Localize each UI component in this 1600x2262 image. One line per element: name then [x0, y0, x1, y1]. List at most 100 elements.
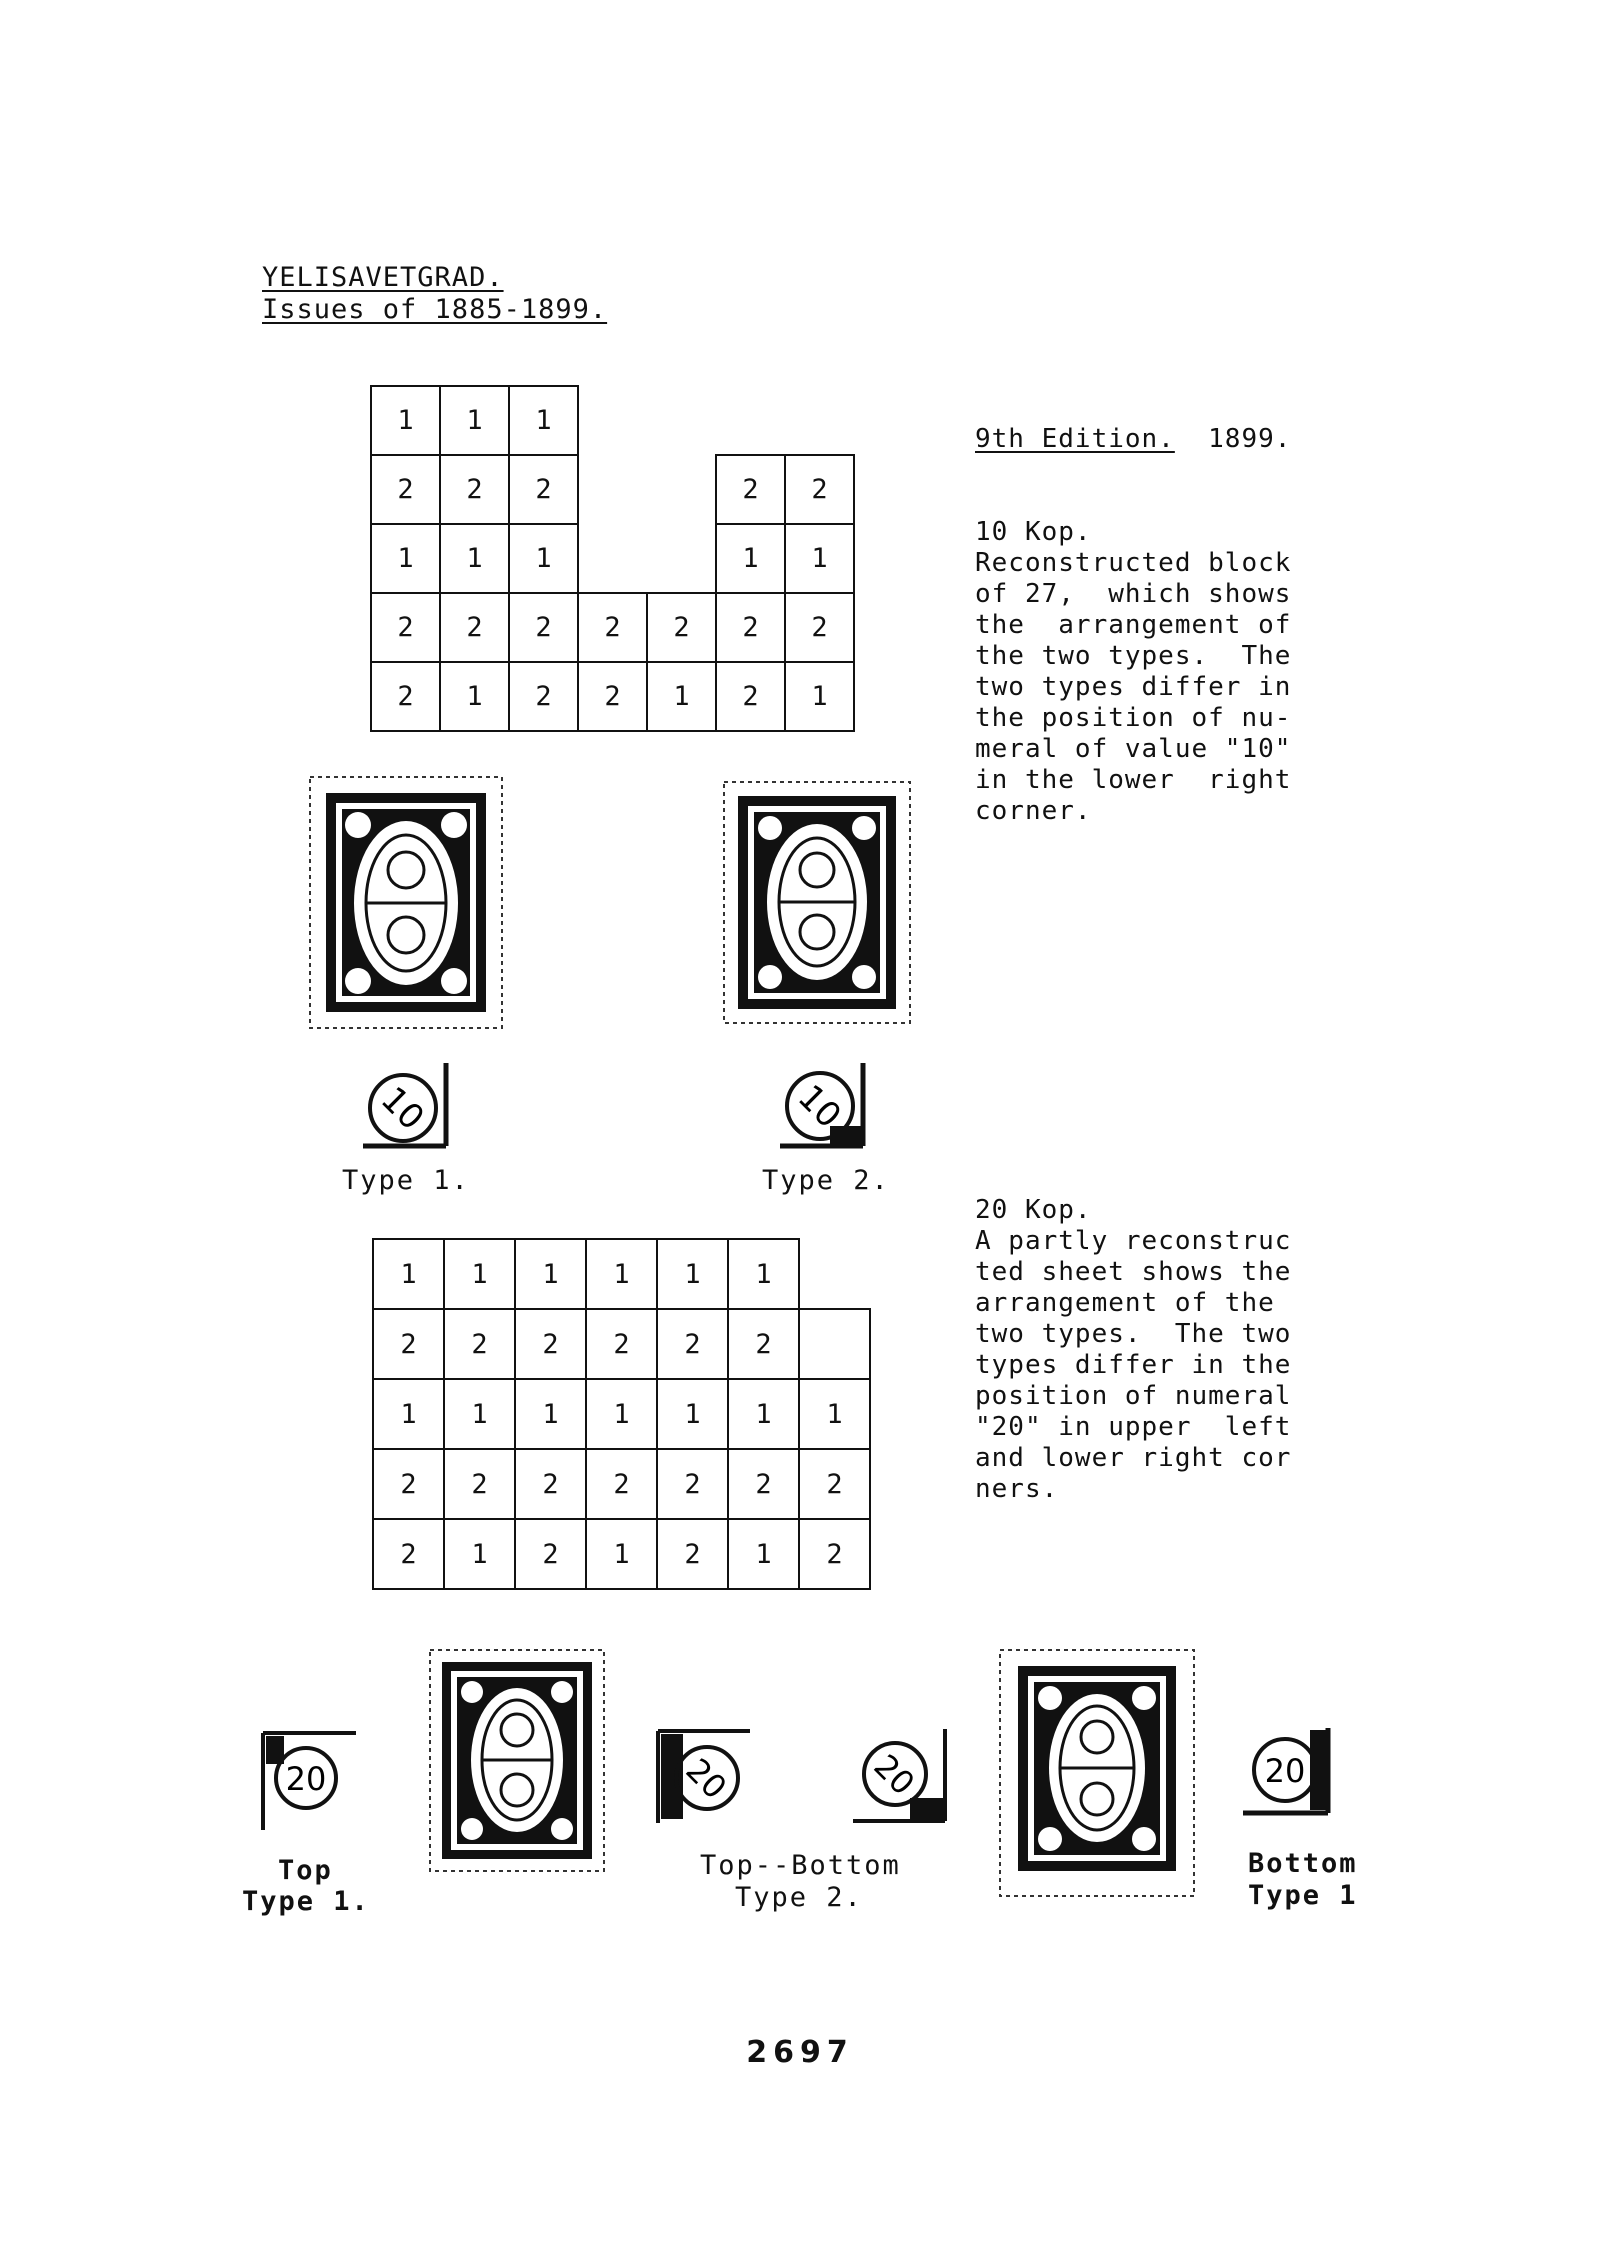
- grid-cell: 1: [508, 523, 579, 594]
- grid-cell-empty: [798, 1308, 871, 1380]
- grid-cell: 2: [514, 1308, 587, 1380]
- grid-cell: 2: [798, 1448, 871, 1520]
- grid-cell: 2: [372, 1518, 445, 1590]
- text-line: and lower right cor: [975, 1443, 1292, 1473]
- label-top-bottom-type: Type 2.: [735, 1882, 863, 1913]
- place-title: YELISAVETGRAD.: [262, 262, 504, 293]
- text-line: the position of nu-: [975, 703, 1292, 733]
- edition-year: 1899.: [1208, 424, 1292, 454]
- type-1-label-10: Type 1.: [342, 1165, 470, 1196]
- numeral-20-top-bottom-b-icon: 20: [853, 1729, 947, 1823]
- grid-cell: 2: [370, 592, 441, 663]
- grid-cell: 1: [585, 1238, 658, 1310]
- grid-cell: 2: [439, 592, 510, 663]
- text-line: 10 Kop.: [975, 517, 1092, 547]
- grid-cell: 1: [646, 661, 717, 732]
- grid-cell: 1: [370, 385, 441, 456]
- grid-cell: 2: [370, 661, 441, 732]
- grid-cell: 2: [656, 1448, 729, 1520]
- svg-text:20: 20: [678, 1751, 734, 1807]
- text-line: ners.: [975, 1474, 1059, 1504]
- grid-cell: 2: [798, 1518, 871, 1590]
- text-line: A partly reconstruc: [975, 1226, 1292, 1256]
- text-line: of 27, which shows: [975, 579, 1292, 609]
- grid-cell: 1: [585, 1518, 658, 1590]
- label-top-type: Type 1.: [242, 1886, 370, 1917]
- grid-cell: 1: [508, 385, 579, 456]
- grid-cell: 1: [439, 385, 510, 456]
- grid-cell: 1: [798, 1378, 871, 1450]
- page-number: 2697: [746, 2035, 854, 2070]
- text-line: the arrangement of: [975, 610, 1292, 640]
- text-line: arrangement of the: [975, 1288, 1275, 1318]
- grid-cell: 1: [727, 1238, 800, 1310]
- grid-cell: 2: [577, 661, 648, 732]
- grid-cell: 2: [656, 1518, 729, 1590]
- grid-cell: 1: [715, 523, 786, 594]
- numeral-10-type-2-icon: 10: [780, 1063, 866, 1149]
- grid-cell: 2: [585, 1448, 658, 1520]
- grid-cell: 1: [784, 661, 855, 732]
- grid-cell: 1: [439, 523, 510, 594]
- svg-text:10: 10: [373, 1079, 432, 1138]
- grid-cell: 1: [370, 523, 441, 594]
- grid-cell: 2: [443, 1448, 516, 1520]
- text-line: two types. The two: [975, 1319, 1292, 1349]
- type-2-label-10: Type 2.: [762, 1165, 890, 1196]
- grid-cell: 2: [372, 1308, 445, 1380]
- text-line: corner.: [975, 796, 1092, 826]
- numeral-20-top-type-1-icon: 20: [261, 1731, 356, 1830]
- text-line: position of numeral: [975, 1381, 1292, 1411]
- grid-cell: 1: [784, 523, 855, 594]
- grid-cell: 2: [656, 1308, 729, 1380]
- label-bottom: Bottom: [1248, 1848, 1358, 1879]
- label-top-bottom: Top--Bottom: [700, 1850, 901, 1881]
- edition-label: 9th Edition.: [975, 424, 1175, 454]
- svg-text:20: 20: [1265, 1752, 1306, 1790]
- stamp-10-type-1: [309, 776, 503, 1029]
- text-line: in the lower right: [975, 765, 1292, 795]
- grid-cell: 1: [585, 1378, 658, 1450]
- grid-cell: 1: [656, 1238, 729, 1310]
- page-title: YELISAVETGRAD. Issues of 1885-1899.: [262, 262, 607, 326]
- grid-cell: 2: [715, 454, 786, 525]
- grid-cell: 1: [443, 1378, 516, 1450]
- grid-cell: 2: [715, 592, 786, 663]
- text-line: "20" in upper left: [975, 1412, 1292, 1442]
- grid-cell: 1: [727, 1518, 800, 1590]
- grid-cell: 2: [727, 1448, 800, 1520]
- text-line: meral of value "10": [975, 734, 1292, 764]
- grid-cell: 2: [715, 661, 786, 732]
- grid-cell: 1: [514, 1378, 587, 1450]
- svg-text:20: 20: [286, 1760, 327, 1798]
- grid-cell: 2: [439, 454, 510, 525]
- grid-cell: 2: [508, 592, 579, 663]
- text-line: the two types. The: [975, 641, 1292, 671]
- grid-cell: 1: [514, 1238, 587, 1310]
- grid-cell: 2: [372, 1448, 445, 1520]
- grid-cell: 2: [370, 454, 441, 525]
- numeral-10-type-1-icon: 10: [363, 1063, 449, 1149]
- issues-subtitle: Issues of 1885-1899.: [262, 294, 608, 325]
- grid-cell: 2: [514, 1518, 587, 1590]
- grid-cell: 2: [646, 592, 717, 663]
- grid-cell: 2: [577, 592, 648, 663]
- grid-cell: 1: [656, 1378, 729, 1450]
- stamp-20-type-1: [429, 1649, 605, 1872]
- svg-text:20: 20: [866, 1747, 922, 1803]
- grid-cell: 2: [508, 661, 579, 732]
- label-top: Top: [278, 1855, 333, 1886]
- grid-cell: 2: [514, 1448, 587, 1520]
- grid-cell: 2: [443, 1308, 516, 1380]
- stamp-10-type-2: [723, 781, 911, 1024]
- grid-cell: 2: [784, 454, 855, 525]
- stamp-20-type-2: [999, 1649, 1195, 1897]
- grid-cell: 1: [443, 1238, 516, 1310]
- grid-cell: 2: [784, 592, 855, 663]
- numeral-20-bottom-type-1-icon: 20: [1243, 1728, 1331, 1816]
- grid-cell: 2: [727, 1308, 800, 1380]
- grid-cell: 1: [439, 661, 510, 732]
